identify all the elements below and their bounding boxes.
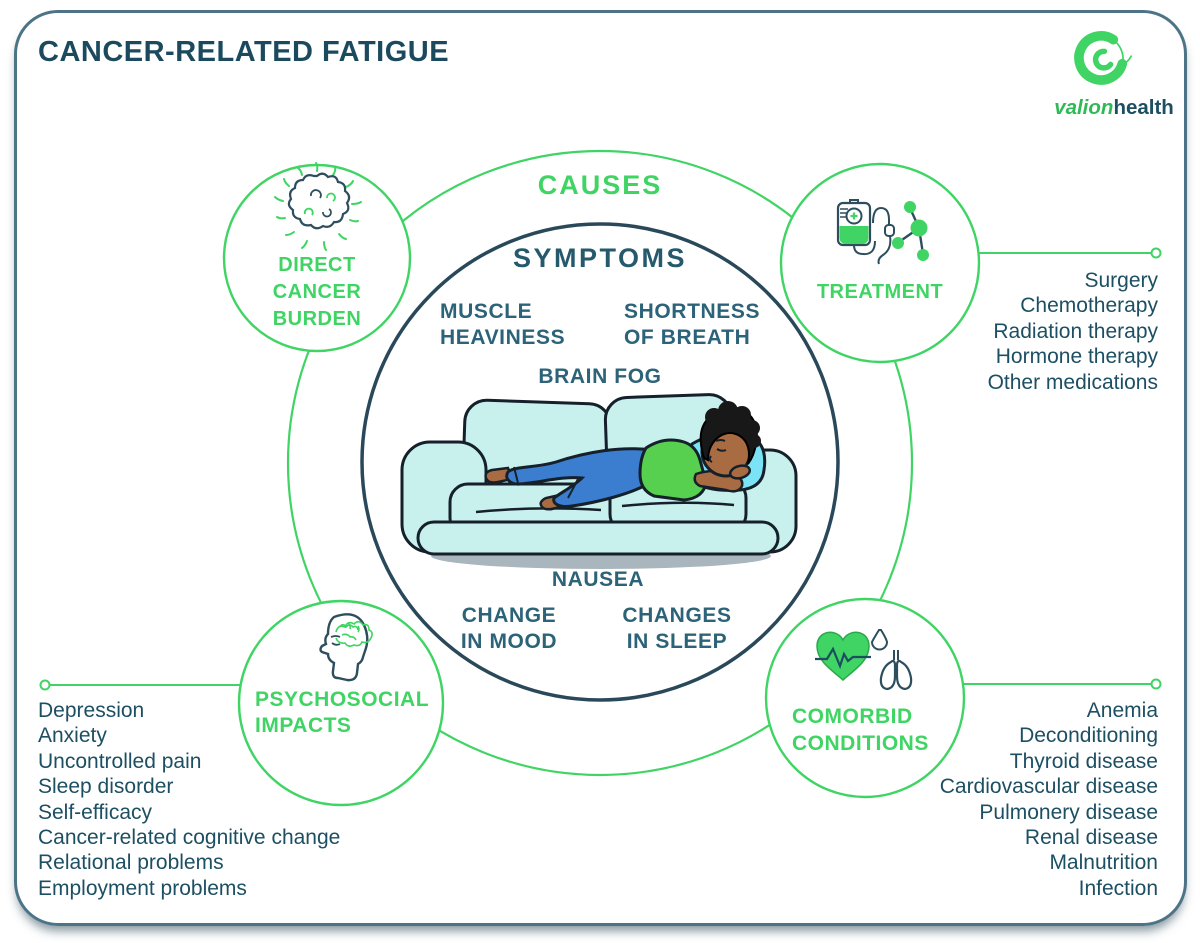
direct-cancer-burden-label: DIRECT CANCER BURDEN xyxy=(272,254,362,330)
list-item: Cardiovascular disease xyxy=(939,775,1158,799)
treatment-label: TREATMENT xyxy=(816,281,944,303)
comorbid-conditions-label: COMORBID CONDITIONS xyxy=(792,705,929,755)
list-item: Other medications xyxy=(987,370,1158,394)
list-item: Anxiety xyxy=(38,724,107,748)
brand-word-valion: valion xyxy=(1054,96,1114,119)
list-item: Sleep disorder xyxy=(38,775,174,799)
symptom-shortness-of-breath: SHORTNESS OF BREATH xyxy=(624,300,761,349)
symptom-change-in-mood: CHANGE IN MOOD xyxy=(460,604,558,653)
list-item: Thyroid disease xyxy=(1009,749,1158,773)
list-item: Hormone therapy xyxy=(995,345,1158,369)
list-item: Self-efficacy xyxy=(38,800,152,824)
brand-name: valionhealth xyxy=(1050,96,1178,120)
card-border xyxy=(14,10,1187,926)
list-item: Employment problems xyxy=(38,876,247,900)
list-item: Renal disease xyxy=(1024,826,1158,850)
list-item: Malnutrition xyxy=(1049,851,1158,875)
list-item: Uncontrolled pain xyxy=(38,749,202,773)
list-item: Cancer-related cognitive change xyxy=(38,826,341,850)
person-resting-on-couch-illustration xyxy=(400,393,798,569)
list-item: Depression xyxy=(38,699,145,722)
symptom-nausea: NAUSEA xyxy=(551,568,645,591)
causes-heading: CAUSES xyxy=(537,170,663,200)
symptoms-heading: SYMPTOMS xyxy=(512,243,688,273)
list-item: Surgery xyxy=(1084,269,1158,292)
list-item: Deconditioning xyxy=(1019,724,1158,748)
list-item: Anemia xyxy=(1086,699,1158,722)
list-item: Relational problems xyxy=(38,851,224,875)
symptom-changes-in-sleep: CHANGES IN SLEEP xyxy=(622,604,732,653)
page-title: CANCER-RELATED FATIGUE xyxy=(38,36,450,68)
cancer-cell-icon xyxy=(274,162,362,251)
iv-drip-molecule-icon xyxy=(836,199,929,265)
list-item: Radiation therapy xyxy=(993,319,1158,343)
list-item: Chemotherapy xyxy=(1020,294,1158,318)
psychosocial-impacts-label: PSYCHOSOCIAL IMPACTS xyxy=(255,688,430,737)
head-brain-icon xyxy=(319,613,373,682)
brand-word-health: health xyxy=(1113,96,1174,119)
green-swirl-logo-icon xyxy=(1074,31,1133,85)
heart-lungs-icon xyxy=(815,629,913,691)
symptom-brain-fog: BRAIN FOG xyxy=(538,365,662,388)
list-item: Infection xyxy=(1078,876,1158,900)
list-item: Pulmonery disease xyxy=(979,800,1158,824)
symptom-muscle-heaviness: MUSCLE HEAVINESS xyxy=(440,300,566,349)
